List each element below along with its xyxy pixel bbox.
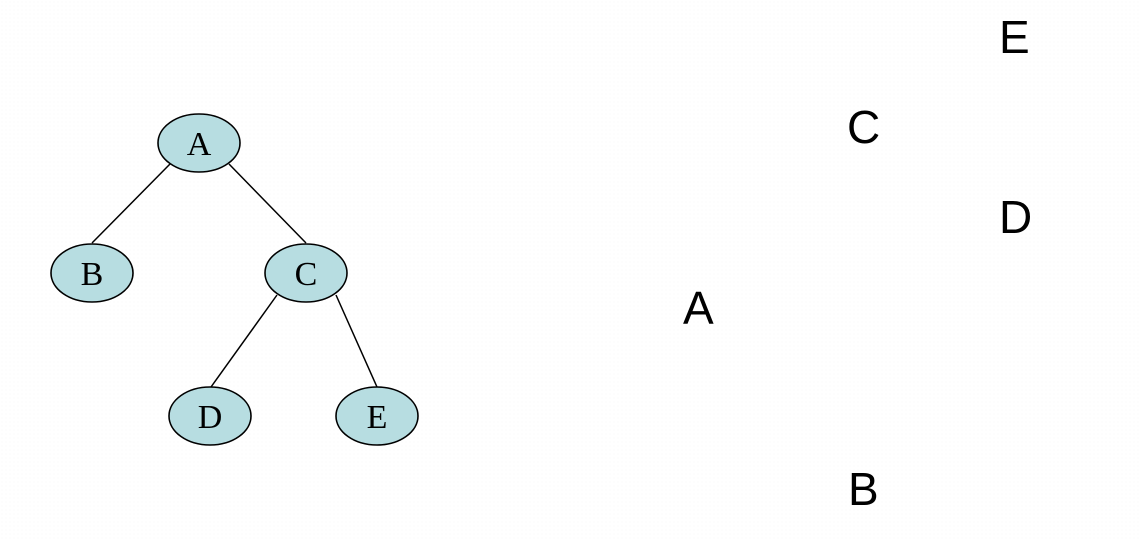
rotated-tree-letter-a: A — [683, 282, 714, 334]
rotated-tree-letter-b: B — [848, 463, 879, 515]
edge-a-b — [91, 163, 171, 244]
tree-node-c: C — [264, 243, 348, 303]
tree-node-d: D — [168, 386, 252, 446]
rotated-tree-letter-e: E — [999, 11, 1030, 63]
tree-node-c-label: C — [295, 256, 318, 293]
binary-tree-diagram: A B C D E — [50, 113, 419, 446]
edge-c-e — [335, 294, 378, 388]
rotated-tree-letter-c: C — [847, 101, 881, 153]
tree-node-e: E — [335, 386, 419, 446]
tree-node-b-label: B — [81, 256, 104, 293]
edge-c-d — [210, 294, 278, 388]
edge-a-c — [228, 163, 307, 244]
tree-node-a-label: A — [187, 126, 212, 163]
tree-node-d-label: D — [198, 399, 223, 436]
tree-node-a: A — [157, 113, 241, 173]
tree-node-b: B — [50, 243, 134, 303]
tree-node-e-label: E — [367, 399, 388, 436]
rotated-tree-letter-d: D — [999, 191, 1033, 243]
